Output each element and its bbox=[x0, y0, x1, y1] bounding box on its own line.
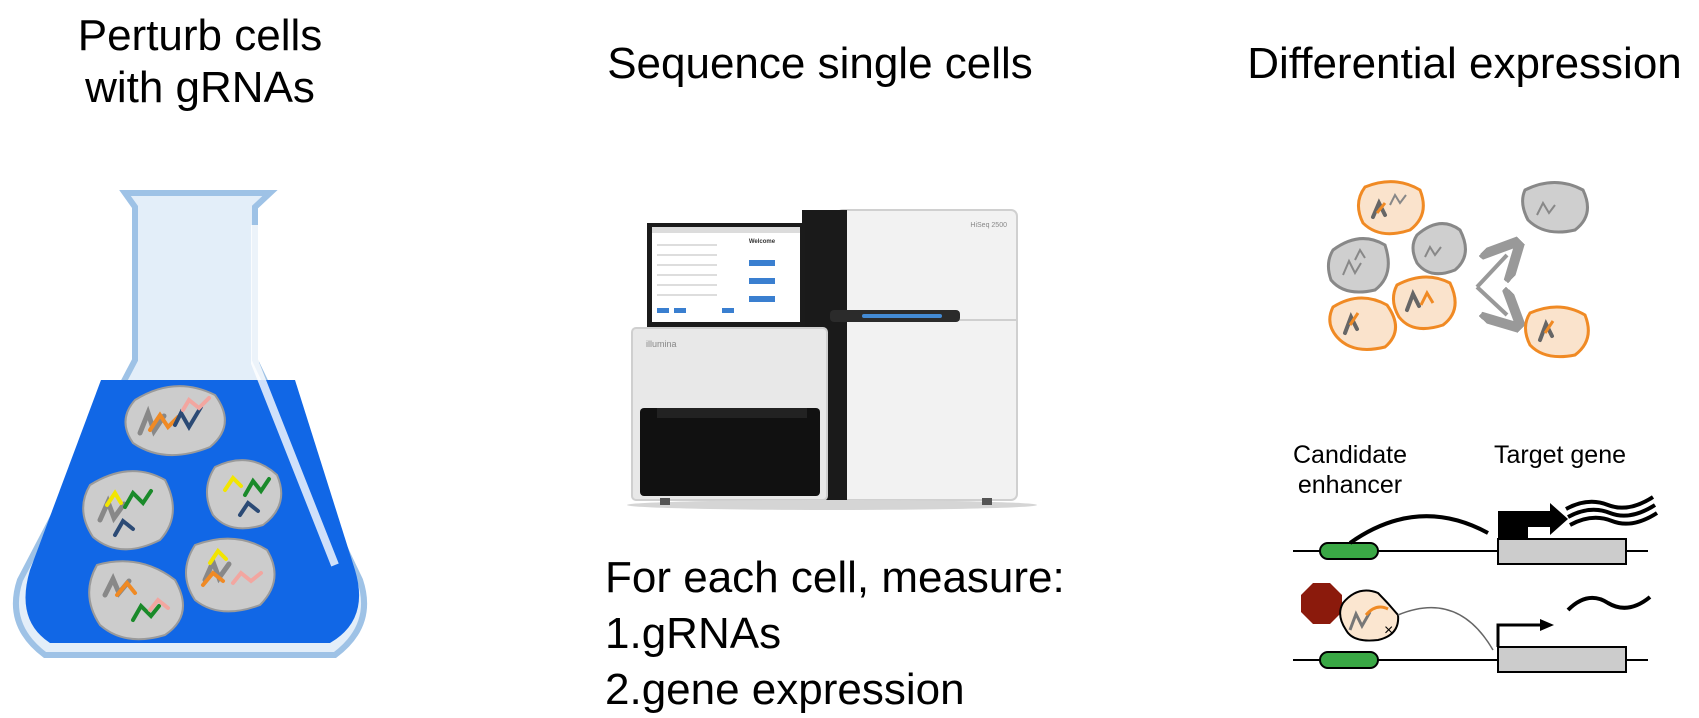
orange-cell bbox=[1524, 305, 1590, 359]
flask-cell bbox=[185, 537, 276, 613]
measure-item-grnas: 1.gRNAs bbox=[605, 609, 782, 658]
perturb-title: Perturb cells with gRNAs bbox=[20, 10, 380, 114]
target-gene-box bbox=[1497, 538, 1627, 565]
orange-cell bbox=[1328, 296, 1397, 351]
target-gene-box bbox=[1497, 646, 1627, 673]
stop-sign-icon bbox=[1301, 583, 1342, 624]
gray-cell bbox=[1411, 222, 1467, 276]
measure-heading: For each cell, measure: bbox=[605, 553, 1065, 602]
sequencer-illustration: HiSeq 2500 Welcome illumina bbox=[627, 209, 1037, 510]
orange-cell bbox=[1357, 180, 1425, 236]
candidate-enhancer-label: Candidate enhancer bbox=[1270, 440, 1430, 500]
flask-cell bbox=[82, 470, 174, 551]
orange-cell bbox=[1392, 275, 1457, 331]
gray-cell bbox=[1326, 237, 1390, 294]
candidate-label-line-2: enhancer bbox=[1297, 471, 1403, 499]
enhancer-gene-diagram: × bbox=[1293, 495, 1659, 673]
target-gene-label: Target gene bbox=[1493, 441, 1627, 469]
close-icon: × bbox=[1384, 622, 1393, 639]
differential-cells-illustration bbox=[1326, 180, 1590, 359]
flask-cell bbox=[124, 385, 226, 456]
flask-cell bbox=[206, 459, 283, 530]
differential-title: Differential expression bbox=[1247, 39, 1682, 88]
candidate-label-line-1: Candidate bbox=[1293, 441, 1407, 469]
perturb-title-line-1: Perturb cells bbox=[77, 11, 323, 60]
sequence-title: Sequence single cells bbox=[607, 39, 1033, 88]
flask-cell bbox=[88, 560, 184, 641]
sequencer-brand-label: illumina bbox=[646, 339, 677, 349]
sequencer-model-label: HiSeq 2500 bbox=[970, 222, 1007, 229]
enhancer-element bbox=[1319, 651, 1379, 669]
gray-cell bbox=[1521, 181, 1589, 234]
sequencer-screen-title: Welcome bbox=[749, 239, 776, 245]
perturb-title-line-2: with gRNAs bbox=[85, 63, 315, 112]
measure-list: For each cell, measure: 1.gRNAs 2.gene e… bbox=[605, 550, 1065, 718]
flask-illustration bbox=[12, 190, 368, 658]
measure-item-gene-expression: 2.gene expression bbox=[605, 665, 965, 714]
enhancer-element bbox=[1319, 542, 1379, 560]
